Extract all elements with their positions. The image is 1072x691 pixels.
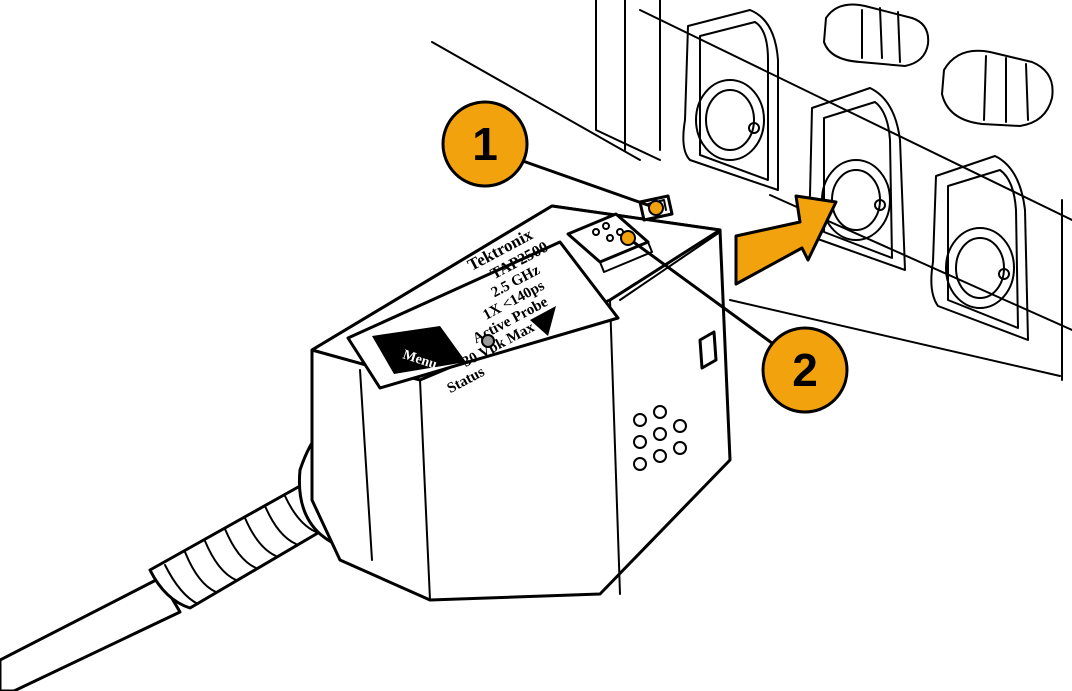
warning-triangle-icon	[530, 306, 556, 336]
callout-1-circle	[441, 100, 529, 188]
callout-1-number: 1	[472, 118, 498, 170]
status-led	[481, 334, 495, 348]
bnc-connector-3	[930, 155, 1029, 341]
knob-2	[941, 49, 1054, 127]
callout-2-number: 2	[792, 344, 818, 396]
callout-2: 2	[620, 230, 849, 414]
menu-button[interactable]: Menu	[372, 326, 466, 374]
insert-direction-arrow	[734, 194, 838, 286]
bnc-connector-1	[682, 9, 779, 191]
callout-2-marker-dot	[620, 230, 636, 246]
probe-top-button[interactable]	[566, 212, 653, 273]
callout-2-circle	[761, 326, 849, 414]
vent-holes	[633, 405, 687, 471]
callout-1: 1	[441, 100, 664, 216]
knob-1	[823, 3, 930, 67]
callout-1-marker-dot	[648, 200, 664, 216]
